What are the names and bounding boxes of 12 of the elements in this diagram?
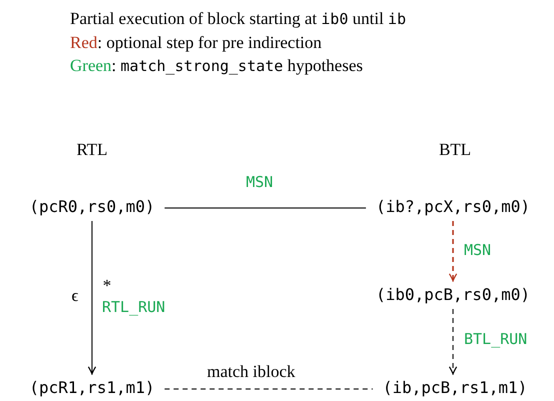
note-text: Red: optional step for pre indirection (70, 32, 322, 54)
column-heading: BTL (438, 140, 472, 160)
state-tuple: (ib?,pcX,rs0,m0) (376, 197, 530, 217)
epsilon-symbol: ϵ (72, 286, 78, 306)
state-tuple: (ib0,pcB,rs0,m0) (376, 285, 530, 305)
column-heading: RTL (76, 140, 108, 160)
note-text: Green: match_strong_state hypotheses (70, 55, 363, 77)
state-tuple: (pcR1,rs1,m1) (29, 378, 155, 398)
star-symbol: * (102, 276, 112, 296)
state-tuple: (ib,pcB,rs1,m1) (382, 378, 528, 398)
note-text: Partial execution of block starting at ib0 until ib (70, 8, 406, 30)
state-tuple: (pcR0,rs0,m0) (29, 197, 155, 217)
